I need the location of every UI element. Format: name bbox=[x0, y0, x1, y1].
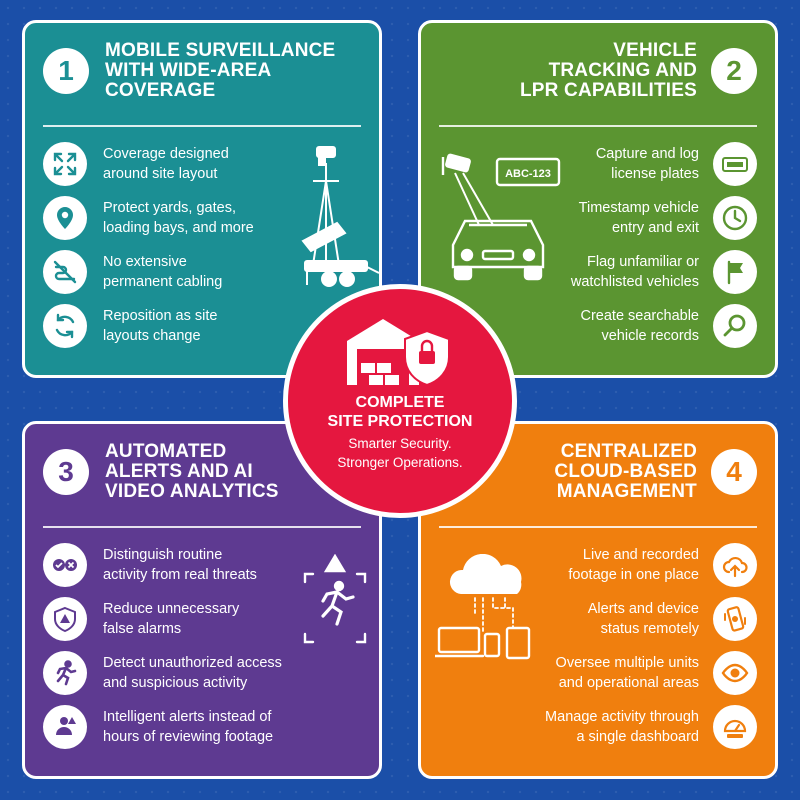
panel-title: CENTRALIZED CLOUD-BASED MANAGEMENT bbox=[554, 442, 697, 502]
center-subtitle: Smarter Security. Stronger Operations. bbox=[337, 436, 463, 470]
check-x-icon bbox=[43, 543, 87, 587]
car-camera-icon: ABC-123 bbox=[439, 149, 569, 299]
divider bbox=[439, 125, 757, 127]
clock-icon bbox=[713, 196, 757, 240]
divider bbox=[43, 526, 361, 528]
divider bbox=[43, 125, 361, 127]
expand-icon bbox=[43, 142, 87, 186]
panel-title: VEHICLE TRACKING AND LPR CAPABILITIES bbox=[520, 41, 697, 101]
panel-header: 2 VEHICLE TRACKING AND LPR CAPABILITIES bbox=[520, 41, 757, 101]
cloud-devices-icon bbox=[433, 553, 553, 664]
plate-text: ABC-123 bbox=[505, 168, 551, 180]
flag-icon bbox=[713, 250, 757, 294]
panel-mobile-surveillance: 1 MOBILE SURVEILLANCE WITH WIDE-AREA COV… bbox=[22, 20, 382, 378]
title-line: VIDEO ANALYTICS bbox=[105, 481, 279, 502]
item-text: Protect yards, gates,loading bays, and m… bbox=[103, 200, 254, 236]
title-line: COVERAGE bbox=[105, 80, 216, 101]
surveillance-trailer-icon bbox=[295, 141, 379, 291]
title-line: LPR CAPABILITIES bbox=[519, 80, 697, 101]
operator-alert-icon bbox=[43, 705, 87, 749]
center-title: COMPLETE SITE PROTECTION bbox=[327, 394, 473, 430]
title-line: TRACKING AND bbox=[548, 60, 697, 81]
title-line: CENTRALIZED bbox=[560, 441, 697, 462]
panel-cloud-management: 4 CENTRALIZED CLOUD-BASED MANAGEMENT Liv… bbox=[418, 421, 778, 779]
panel-number-badge: 2 bbox=[711, 48, 757, 94]
title-line: AUTOMATED bbox=[105, 441, 227, 462]
title-line: ALERTS AND AI bbox=[105, 461, 253, 482]
warehouse-shield-icon bbox=[343, 311, 453, 387]
title-line: WITH WIDE-AREA bbox=[105, 60, 272, 81]
title-line: MOBILE SURVEILLANCE bbox=[105, 40, 336, 61]
location-pin-icon bbox=[43, 196, 87, 240]
divider bbox=[439, 526, 757, 528]
panel-number-badge: 4 bbox=[711, 449, 757, 495]
list-item: Protect yards, gates,loading bays, and m… bbox=[43, 191, 254, 245]
panel-title: AUTOMATED ALERTS AND AI VIDEO ANALYTICS bbox=[105, 442, 279, 502]
panel-title: MOBILE SURVEILLANCE WITH WIDE-AREA COVER… bbox=[105, 41, 335, 101]
panel-header: 1 MOBILE SURVEILLANCE WITH WIDE-AREA COV… bbox=[43, 41, 335, 101]
alarm-shield-icon bbox=[43, 597, 87, 641]
no-cable-icon bbox=[43, 250, 87, 294]
eye-icon bbox=[713, 651, 757, 695]
person-detection-icon bbox=[303, 553, 367, 646]
panel-header: 3 AUTOMATED ALERTS AND AI VIDEO ANALYTIC… bbox=[43, 442, 279, 502]
dashboard-icon bbox=[713, 705, 757, 749]
magnifier-icon bbox=[713, 304, 757, 348]
panel-vehicle-tracking: 2 VEHICLE TRACKING AND LPR CAPABILITIES … bbox=[418, 20, 778, 378]
license-plate-icon bbox=[713, 142, 757, 186]
title-line: CLOUD-BASED bbox=[554, 461, 697, 482]
panel-header: 4 CENTRALIZED CLOUD-BASED MANAGEMENT bbox=[554, 442, 757, 502]
reposition-icon bbox=[43, 304, 87, 348]
running-person-icon bbox=[43, 651, 87, 695]
title-line: MANAGEMENT bbox=[556, 481, 697, 502]
cloud-upload-icon bbox=[713, 543, 757, 587]
phone-alert-icon bbox=[713, 597, 757, 641]
panel-number-badge: 1 bbox=[43, 48, 89, 94]
panel-number-badge: 3 bbox=[43, 449, 89, 495]
title-line: VEHICLE bbox=[613, 40, 697, 61]
center-badge: COMPLETE SITE PROTECTION Smarter Securit… bbox=[283, 284, 517, 518]
